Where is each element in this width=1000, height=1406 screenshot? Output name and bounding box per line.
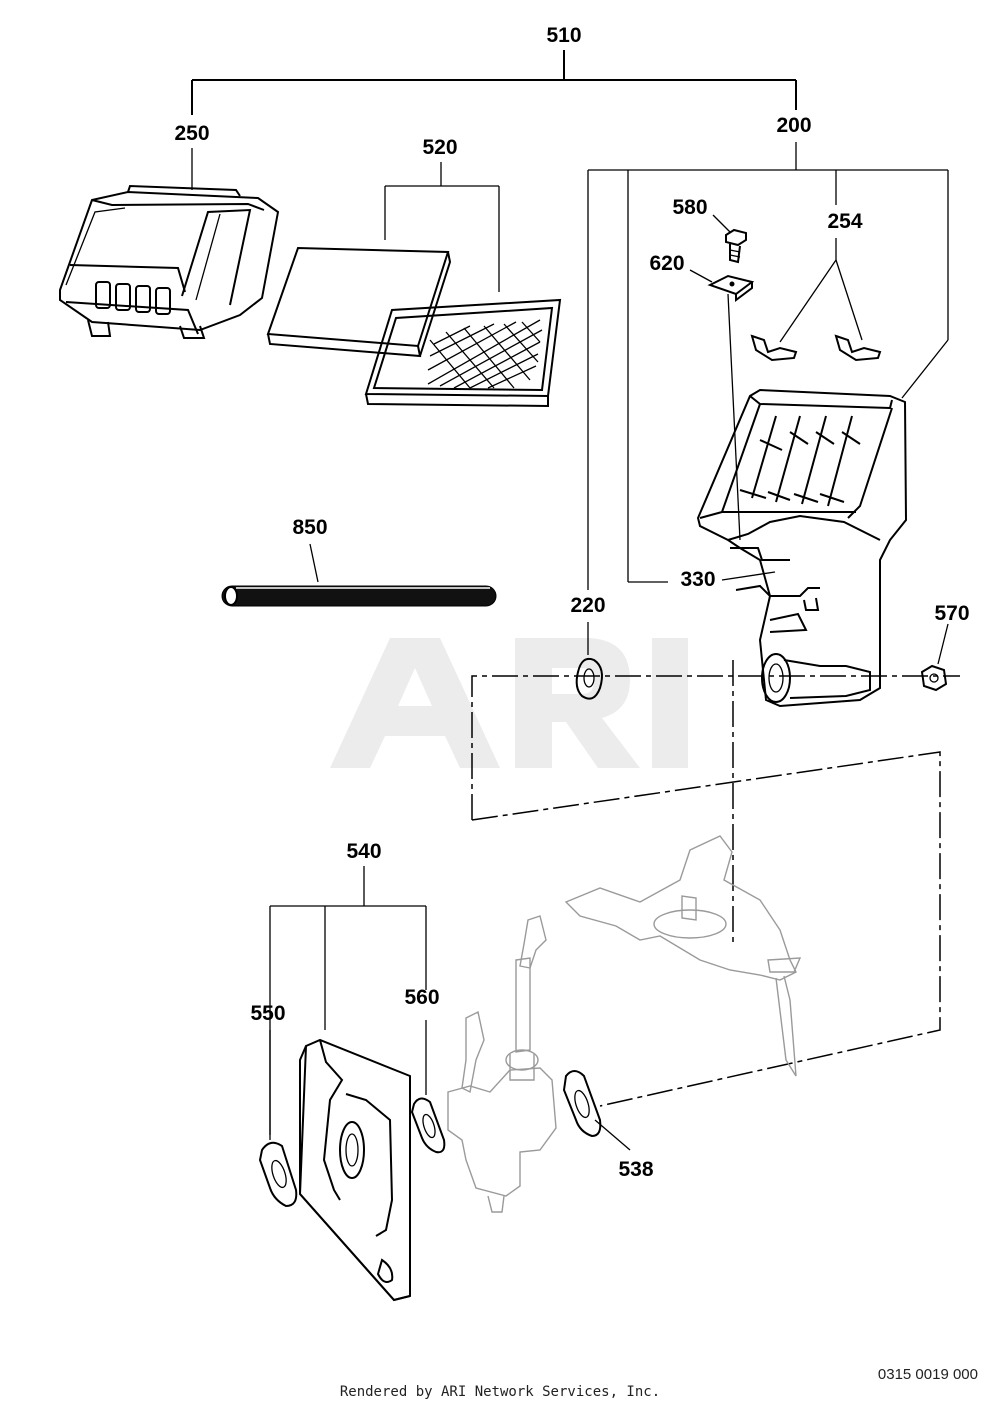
- hex-nut: [920, 664, 948, 692]
- callout-538: 538: [618, 1158, 653, 1181]
- assembly-centerlines: [471, 660, 960, 1107]
- callout-250: 250: [174, 122, 209, 145]
- footer-credit: Rendered by ARI Network Services, Inc.: [339, 1384, 661, 1400]
- spacer-gasket: [410, 1097, 446, 1154]
- callout-550: 550: [250, 1002, 285, 1025]
- air-filter-cartridge: [266, 246, 562, 408]
- breather-tube: [221, 585, 497, 607]
- callout-labels: 510 250 520 200 580 254 620 850 330 220 …: [174, 24, 969, 1181]
- air-cleaner-cover: [59, 184, 280, 339]
- base-gasket: [575, 657, 603, 700]
- carburetor-spacer: [298, 1038, 411, 1302]
- callout-510: 510: [546, 24, 581, 47]
- callout-850: 850: [292, 516, 327, 539]
- callout-620: 620: [649, 252, 684, 275]
- filter-mesh: [427, 319, 543, 389]
- ari-watermark: [330, 638, 688, 768]
- diagram-code: 0315 0019 000: [877, 1366, 978, 1383]
- spacer-gasket-lower: [258, 1141, 298, 1208]
- callout-540: 540: [346, 840, 381, 863]
- callout-200: 200: [776, 114, 811, 137]
- callout-560: 560: [404, 986, 439, 1009]
- retaining-clip: [707, 274, 755, 302]
- carburetor-gasket: [562, 1070, 602, 1138]
- callout-580: 580: [672, 196, 707, 219]
- reference-carburetor-assembly: [447, 835, 802, 1213]
- callout-520: 520: [422, 136, 457, 159]
- filter-clips: [750, 334, 882, 362]
- bolt: [725, 228, 747, 264]
- callout-220: 220: [570, 594, 605, 617]
- callout-254: 254: [827, 210, 862, 233]
- callout-570: 570: [934, 602, 969, 625]
- leader-lines: [191, 50, 949, 1151]
- callout-330: 330: [680, 568, 715, 591]
- air-cleaner-base: [696, 388, 908, 708]
